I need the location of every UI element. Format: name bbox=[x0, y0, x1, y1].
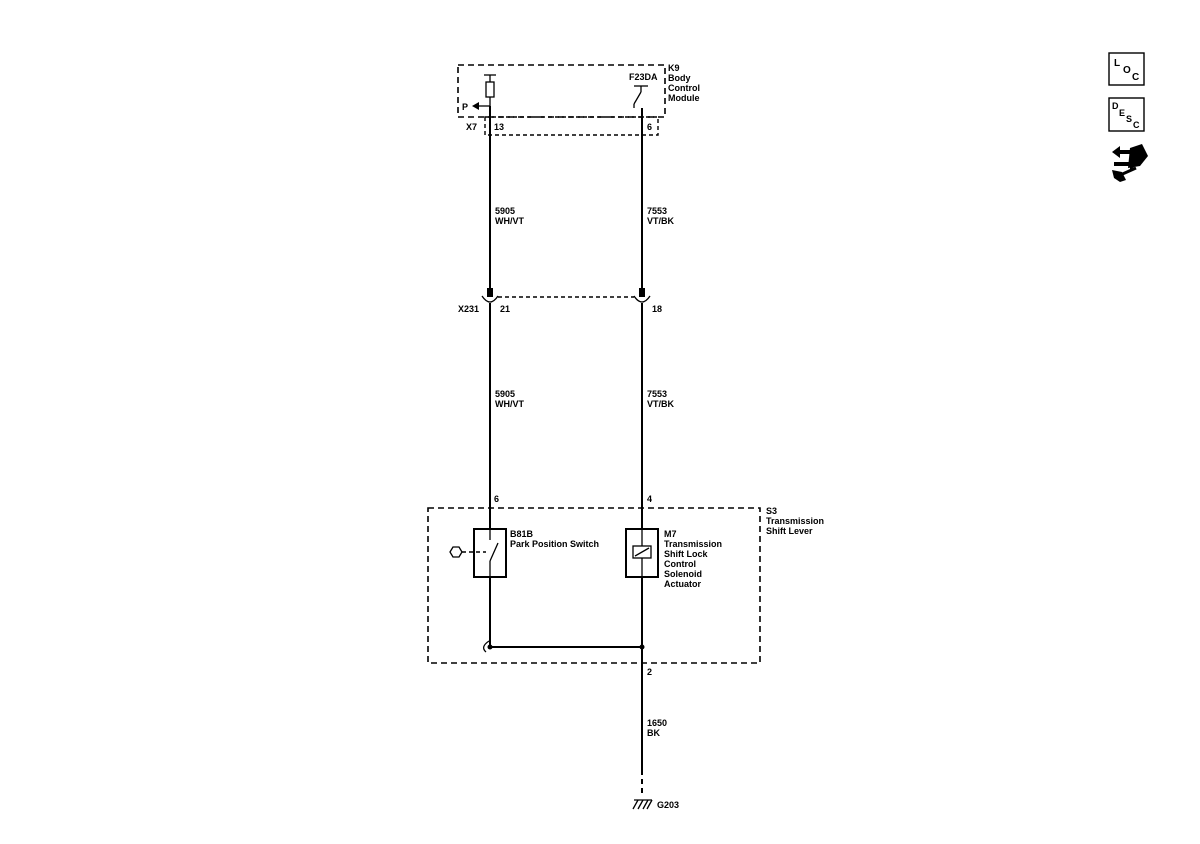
park-switch-actuator-icon bbox=[449, 546, 463, 558]
location-icon[interactable]: L O C bbox=[1108, 52, 1145, 86]
ground-ref: G203 bbox=[657, 800, 679, 810]
splice-dot-left bbox=[487, 644, 493, 650]
wire-5905-lower-color: WH/VT bbox=[495, 399, 524, 409]
solenoid-coil bbox=[632, 545, 652, 559]
module-output-switch-symbol bbox=[633, 91, 642, 105]
connector-ref: X231 bbox=[458, 304, 479, 314]
ground-icon bbox=[632, 799, 653, 810]
connector-pin-female-left bbox=[481, 295, 499, 303]
park-switch-ref: B81B bbox=[510, 529, 534, 539]
shift-lever-outline bbox=[427, 507, 761, 664]
module-p-label: P bbox=[462, 102, 468, 112]
wire-5905-upper-circuit: 5905 bbox=[495, 206, 515, 216]
location-icon-letter-c: C bbox=[1132, 72, 1139, 83]
pullup-arrow-icon bbox=[472, 102, 479, 110]
module-name-line-1: Body bbox=[668, 73, 691, 83]
module-pin-right: 6 bbox=[647, 122, 652, 132]
inline-connector-x231: X231 21 18 bbox=[458, 288, 662, 314]
solenoid-name-line-2: Shift Lock bbox=[664, 549, 708, 559]
lever-name-line-1: Transmission bbox=[766, 516, 824, 526]
module-pin-left: 13 bbox=[494, 122, 504, 132]
module-resistor-symbol bbox=[485, 81, 495, 98]
wire-1650-color: BK bbox=[647, 728, 660, 738]
location-icon-letter-l: L bbox=[1114, 58, 1120, 69]
module-connector-ref: X7 bbox=[466, 122, 477, 132]
connector-pin-female-right bbox=[633, 295, 651, 303]
park-switch-contact bbox=[489, 542, 499, 562]
body-control-module: K9 Body Control Module F23DA P X7 13 6 bbox=[457, 63, 700, 136]
solenoid-name-line-3: Control bbox=[664, 559, 696, 569]
module-ref: K9 bbox=[668, 63, 680, 73]
description-icon-letter-e: E bbox=[1119, 108, 1125, 118]
connector-pin-left: 21 bbox=[500, 304, 510, 314]
solenoid-name-line-5: Actuator bbox=[664, 579, 701, 589]
connector-pin-right: 18 bbox=[652, 304, 662, 314]
module-name-line-2: Control bbox=[668, 83, 700, 93]
solenoid-name-line-1: Transmission bbox=[664, 539, 722, 549]
lever-pin-right: 4 bbox=[647, 494, 652, 504]
wire-1650-circuit: 1650 bbox=[647, 718, 667, 728]
wire-7553-lower-circuit: 7553 bbox=[647, 389, 667, 399]
lever-pin-left: 6 bbox=[494, 494, 499, 504]
wire-7553-upper-circuit: 7553 bbox=[647, 206, 667, 216]
connector-pin-male-left bbox=[487, 288, 493, 297]
lever-pin-bottom: 2 bbox=[647, 667, 652, 677]
description-icon[interactable]: D E S C bbox=[1108, 97, 1145, 132]
transmission-shift-lever: 6 4 S3 Transmission Shift Lever B81B Par… bbox=[427, 494, 824, 677]
description-icon-letter-c: C bbox=[1133, 120, 1140, 130]
connector-pin-male-right bbox=[639, 288, 645, 297]
module-connector-outline bbox=[484, 116, 659, 136]
wire-7553-upper-color: VT/BK bbox=[647, 216, 675, 226]
description-icon-letter-s: S bbox=[1126, 114, 1132, 124]
wire-7553-lower-color: VT/BK bbox=[647, 399, 675, 409]
lever-name-line-2: Shift Lever bbox=[766, 526, 813, 536]
module-output-label: F23DA bbox=[629, 72, 658, 82]
wire-5905-upper-color: WH/VT bbox=[495, 216, 524, 226]
wire-break-mark bbox=[482, 640, 490, 653]
lever-ref: S3 bbox=[766, 506, 777, 516]
module-name-line-3: Module bbox=[668, 93, 700, 103]
solenoid-coil-slash bbox=[634, 547, 650, 557]
diagnostic-tools-icon[interactable] bbox=[1112, 144, 1148, 182]
solenoid-name-line-4: Solenoid bbox=[664, 569, 702, 579]
solenoid-ref: M7 bbox=[664, 529, 677, 539]
description-icon-letter-d: D bbox=[1112, 101, 1119, 111]
wire-5905-lower-circuit: 5905 bbox=[495, 389, 515, 399]
module-outline bbox=[457, 64, 666, 118]
location-icon-letter-o: O bbox=[1123, 65, 1131, 76]
park-switch-name: Park Position Switch bbox=[510, 539, 599, 549]
